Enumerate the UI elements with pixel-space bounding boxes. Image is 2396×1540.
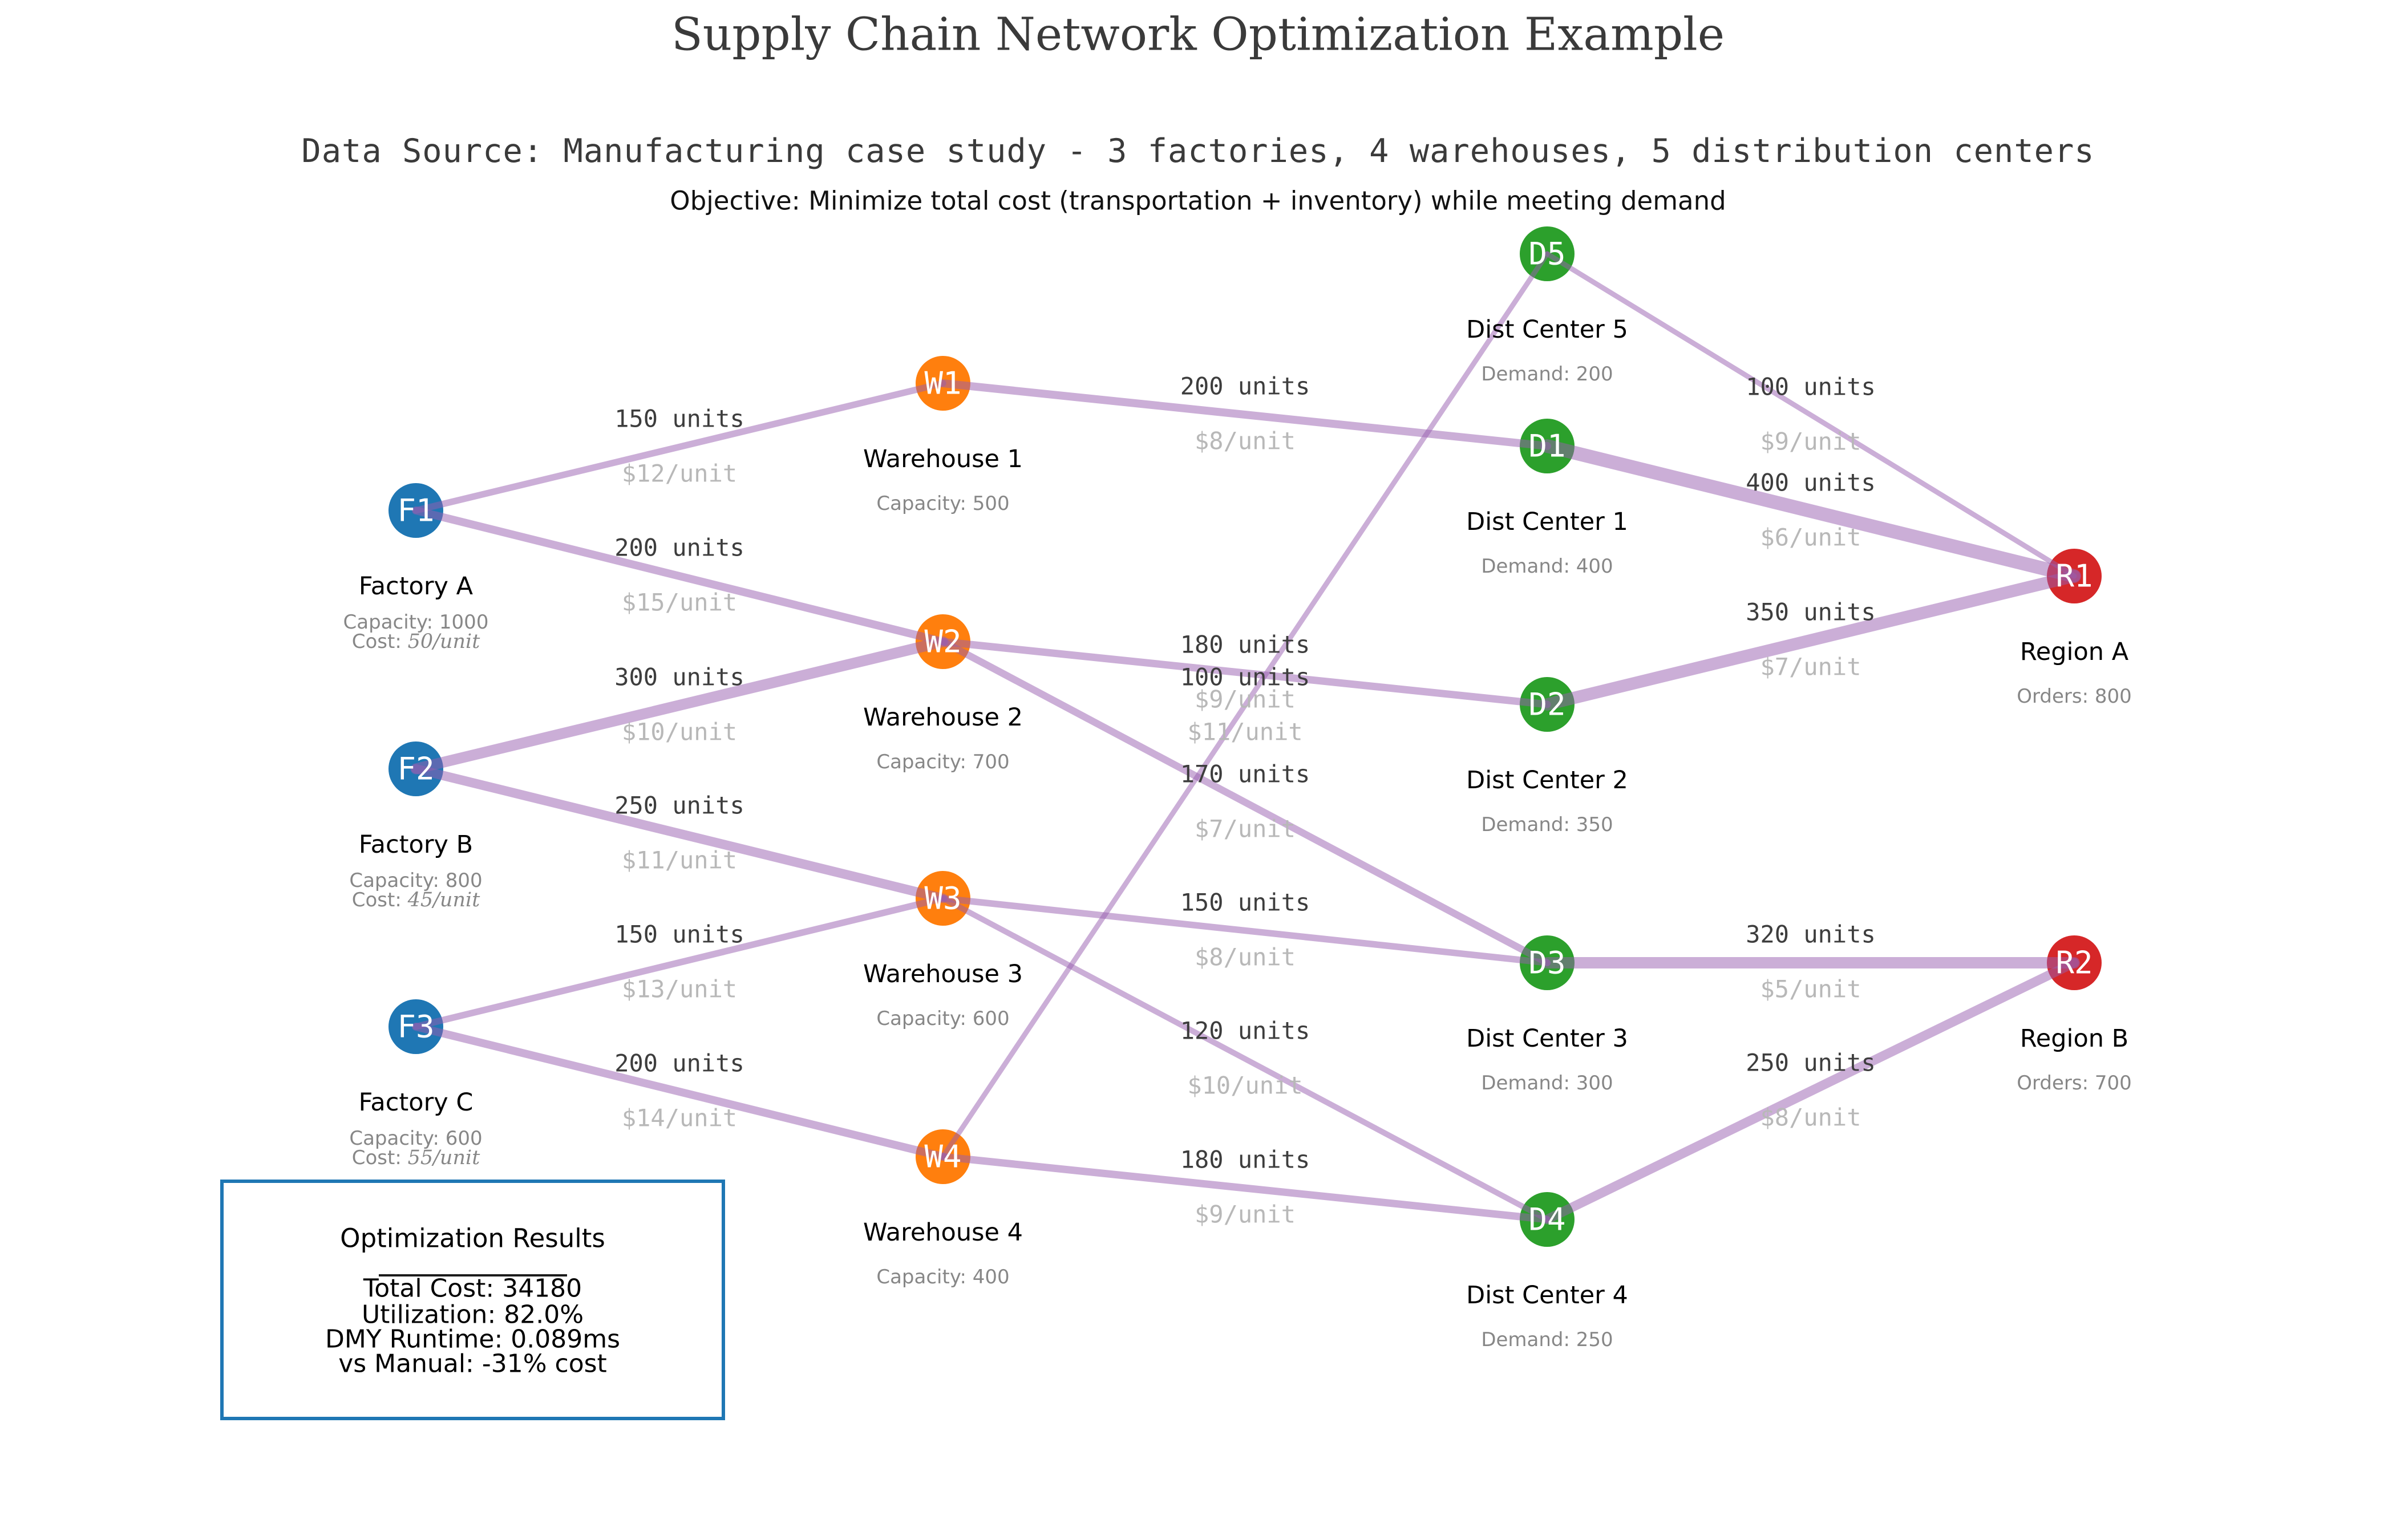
node-W2 xyxy=(916,614,970,669)
node-W1 xyxy=(916,356,970,411)
node-W4 xyxy=(916,1129,970,1184)
node-W3 xyxy=(916,871,970,926)
results-total-cost: Total Cost: 34180 xyxy=(363,1274,582,1303)
node-F1 xyxy=(388,483,443,538)
results-vs-manual: vs Manual: -31% cost xyxy=(338,1349,607,1379)
objective-text: Objective: Minimize total cost (transpor… xyxy=(670,185,1726,216)
results-runtime: DMY Runtime: 0.089ms xyxy=(325,1324,621,1354)
node-F3 xyxy=(388,999,443,1054)
results-box-title: Optimization Results xyxy=(340,1223,605,1254)
node-D3 xyxy=(1520,935,1575,990)
data-source-subtitle: Data Source: Manufacturing case study - … xyxy=(301,132,2095,170)
node-D4 xyxy=(1520,1192,1575,1247)
page-title: Supply Chain Network Optimization Exampl… xyxy=(671,7,1725,61)
results-box: Optimization Results Total Cost: 34180 U… xyxy=(220,1180,725,1420)
node-D2 xyxy=(1520,677,1575,732)
node-D1 xyxy=(1520,419,1575,473)
node-D5 xyxy=(1520,226,1575,281)
node-F2 xyxy=(388,741,443,796)
results-utilization: Utilization: 82.0% xyxy=(361,1300,584,1330)
node-R1 xyxy=(2047,549,2102,603)
results-box-divider xyxy=(378,1274,567,1276)
node-R2 xyxy=(2047,935,2102,990)
